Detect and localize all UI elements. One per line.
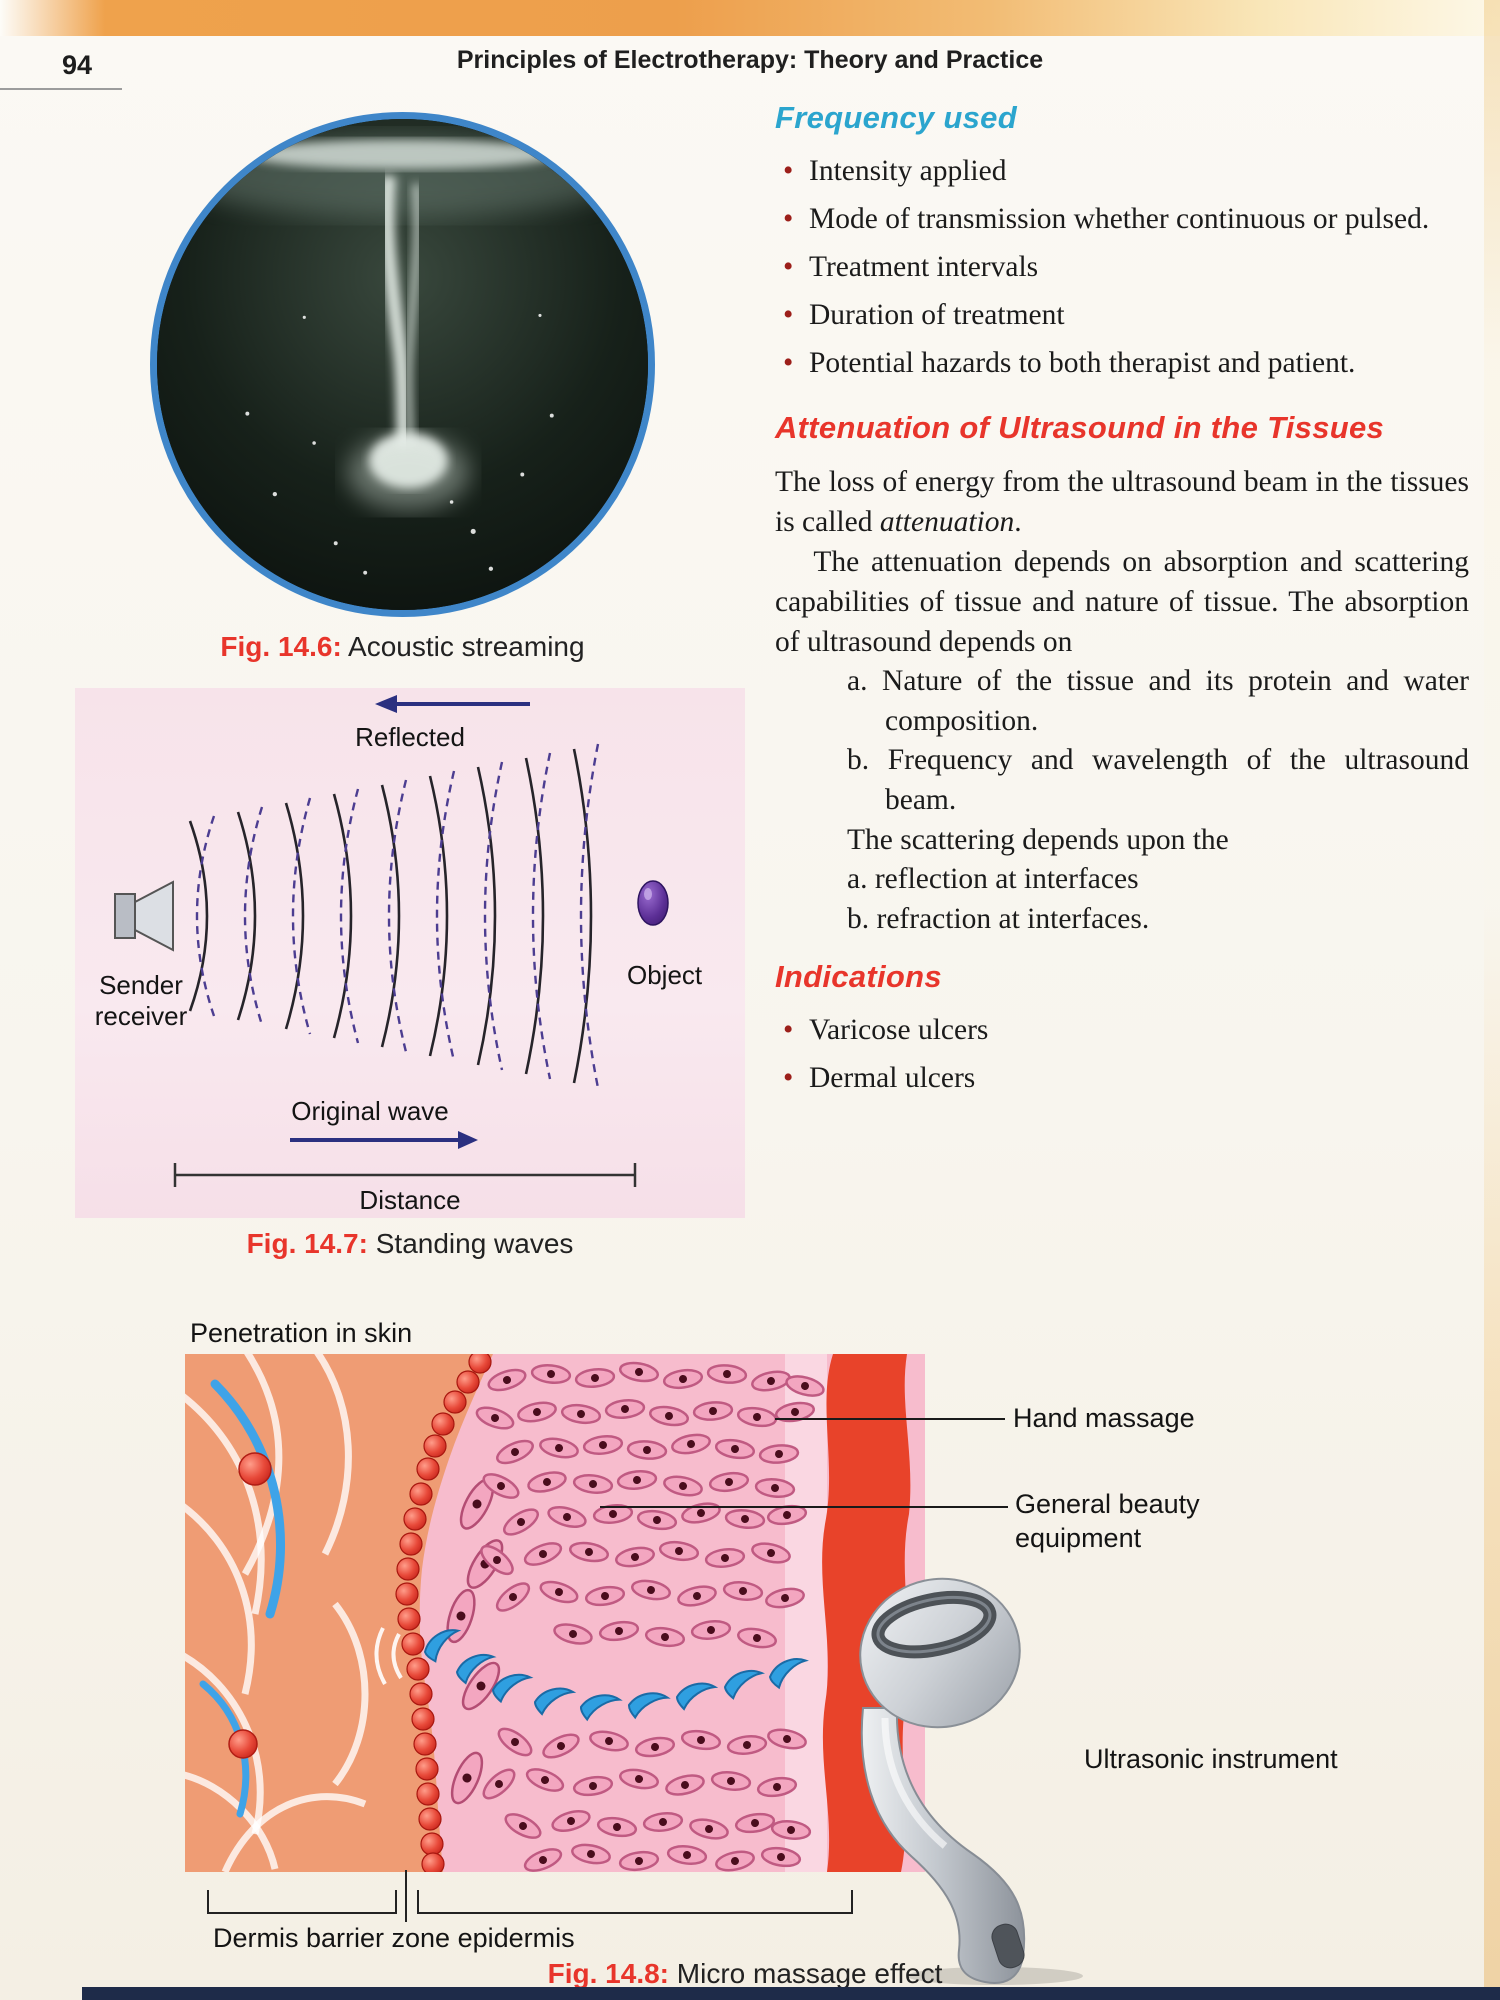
bullet-item: Potential hazards to both therapist and … <box>775 344 1469 383</box>
object-shape <box>637 880 669 926</box>
acoustic-streaming-photo <box>150 112 655 617</box>
object-label: Object <box>627 960 703 990</box>
attenuation-paragraph-1: The loss of energy from the ultrasound b… <box>775 462 1469 542</box>
figure-micro-massage: Penetration in skin <box>185 1318 1480 1994</box>
ultrasonic-instrument-illustration <box>859 1577 1083 1985</box>
absorption-item-b: b. Frequency and wavelength of the ultra… <box>847 744 1469 816</box>
right-text-column: Frequency used Intensity applied Mode of… <box>775 100 1469 1107</box>
instrument-head <box>859 1577 1021 1729</box>
figure-standing-waves: Reflected Sender receiver Object Origina… <box>75 688 745 1260</box>
fig148-caption: Fig. 14.8: Micro massage effect <box>420 1958 1070 1990</box>
fig147-caption-text: Standing waves <box>367 1228 574 1259</box>
bullet-item: Dermal ulcers <box>775 1059 1469 1098</box>
penetration-in-skin-label: Penetration in skin <box>190 1318 413 1348</box>
fig147-caption-label: Fig. 14.7: <box>246 1228 368 1259</box>
red-corpuscles <box>228 1452 272 1759</box>
standing-waves-diagram: Reflected Sender receiver Object Origina… <box>75 688 745 1218</box>
reflected-label: Reflected <box>355 722 465 752</box>
water-speckles <box>245 313 554 575</box>
hand-massage-label: Hand massage <box>1013 1403 1195 1433</box>
speaker-icon <box>114 880 174 952</box>
bullet-item: Mode of transmission whether continuous … <box>775 200 1469 239</box>
running-header: Principles of Electrotherapy: Theory and… <box>456 46 1044 74</box>
scattering-item-a: a. reflection at interfaces <box>847 863 1139 896</box>
page-edge-top-strip <box>0 0 1500 36</box>
dermis-zone-label: Dermis barrier zone epidermis <box>213 1923 575 1953</box>
epidermis-bracket <box>417 1890 853 1914</box>
barrier-bead-chain <box>395 1354 492 1872</box>
scattering-item-b: b. refraction at interfaces. <box>847 902 1150 935</box>
distance-measure <box>173 1163 637 1187</box>
attenuation-paragraph-2: The attenuation depends on absorption an… <box>775 545 1469 659</box>
para1-italic-term: attenuation <box>879 505 1015 538</box>
bullet-item: Varicose ulcers <box>775 1011 1469 1050</box>
reflected-wave-arcs <box>195 743 600 1089</box>
para1-pre: The loss of energy from the ultrasound b… <box>775 465 1469 538</box>
page-number-rule <box>0 88 122 90</box>
sender-label-line1: Sender <box>99 970 183 1000</box>
instrument-button <box>991 1923 1025 1969</box>
spacer <box>775 939 1469 959</box>
handle-highlight <box>881 1717 948 1849</box>
spacer <box>775 392 1469 410</box>
page-edge-right-strip <box>1484 0 1500 2000</box>
scattering-paragraph: The scattering depends upon the <box>847 824 1229 857</box>
echo-arcs <box>374 1627 403 1685</box>
beauty-equipment-line <box>600 1506 1008 1508</box>
fig148-caption-text: Micro massage effect <box>669 1958 943 1989</box>
reflected-arrow <box>375 695 530 713</box>
zone-connector-line <box>405 1870 407 1922</box>
acoustic-streaming-illustration <box>157 119 648 610</box>
page-edge-bottom-bar <box>82 1987 1500 2000</box>
bullet-item: Treatment intervals <box>775 248 1469 287</box>
granular-strip <box>785 1354 827 1872</box>
attenuation-heading: Attenuation of Ultrasound in the Tissues <box>775 409 1385 445</box>
original-wave-arcs <box>188 748 593 1084</box>
page-number: 94 <box>62 50 93 80</box>
hand-massage-line <box>775 1418 1005 1420</box>
frequency-bullet-list: Intensity applied Mode of transmission w… <box>775 152 1469 383</box>
original-wave-label: Original wave <box>291 1096 449 1126</box>
fig146-caption-text: Acoustic streaming <box>341 631 585 662</box>
fig146-caption-label: Fig. 14.6: <box>220 631 342 662</box>
absorption-item-a: a. Nature of the tissue and its protein … <box>847 665 1469 737</box>
distance-label: Distance <box>359 1185 461 1215</box>
indications-bullet-list: Varicose ulcers Dermal ulcers <box>775 1011 1469 1098</box>
original-wave-arrow <box>290 1131 478 1149</box>
sender-receiver-label: Sender receiver <box>81 970 201 1032</box>
frequency-used-heading: Frequency used <box>775 100 1017 135</box>
beauty-equipment-label: General beauty equipment <box>1015 1489 1200 1553</box>
fig148-caption-label: Fig. 14.8: <box>547 1958 669 1989</box>
fig147-caption: Fig. 14.7: Standing waves <box>75 1228 745 1260</box>
para1-post: . <box>1014 505 1022 538</box>
bullet-item: Duration of treatment <box>775 296 1469 335</box>
ultrasonic-instrument-label: Ultrasonic instrument <box>1084 1744 1338 1774</box>
collagen-fibres <box>185 1354 369 1872</box>
standing-waves-illustration <box>114 695 669 1187</box>
skin-penetration-illustration <box>185 1354 925 1872</box>
bullet-item: Intensity applied <box>775 152 1469 191</box>
dermis-bracket <box>207 1890 397 1914</box>
sender-label-line2: receiver <box>94 1001 188 1032</box>
fig146-caption: Fig. 14.6: Acoustic streaming <box>150 631 655 663</box>
figure-acoustic-streaming: Fig. 14.6: Acoustic streaming <box>150 112 655 663</box>
indications-heading: Indications <box>775 959 942 995</box>
